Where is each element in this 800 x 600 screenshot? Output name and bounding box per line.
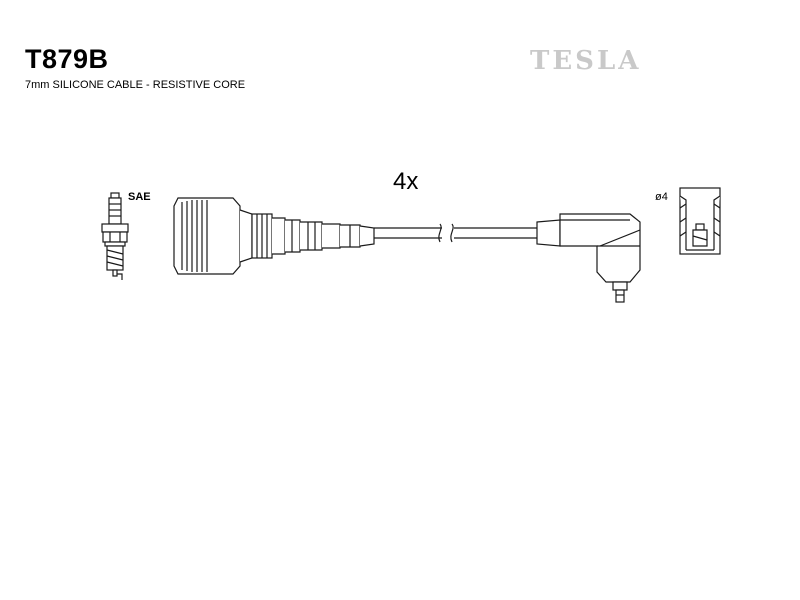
distributor-boot — [536, 213, 641, 303]
quantity-label: 4x — [393, 168, 419, 195]
brand-logo: TESLA — [530, 46, 642, 76]
spark-plug-icon — [101, 192, 129, 280]
spark-plug-type-label: SAE — [128, 191, 151, 203]
terminal-diameter-label: ø4 — [655, 191, 668, 203]
ignition-cable — [374, 223, 537, 243]
part-description: 7mm SILICONE CABLE - RESISTIVE CORE — [25, 79, 246, 91]
part-code: T879B — [25, 44, 109, 74]
terminal-section-icon — [679, 187, 721, 255]
spark-plug-boot — [173, 197, 375, 275]
